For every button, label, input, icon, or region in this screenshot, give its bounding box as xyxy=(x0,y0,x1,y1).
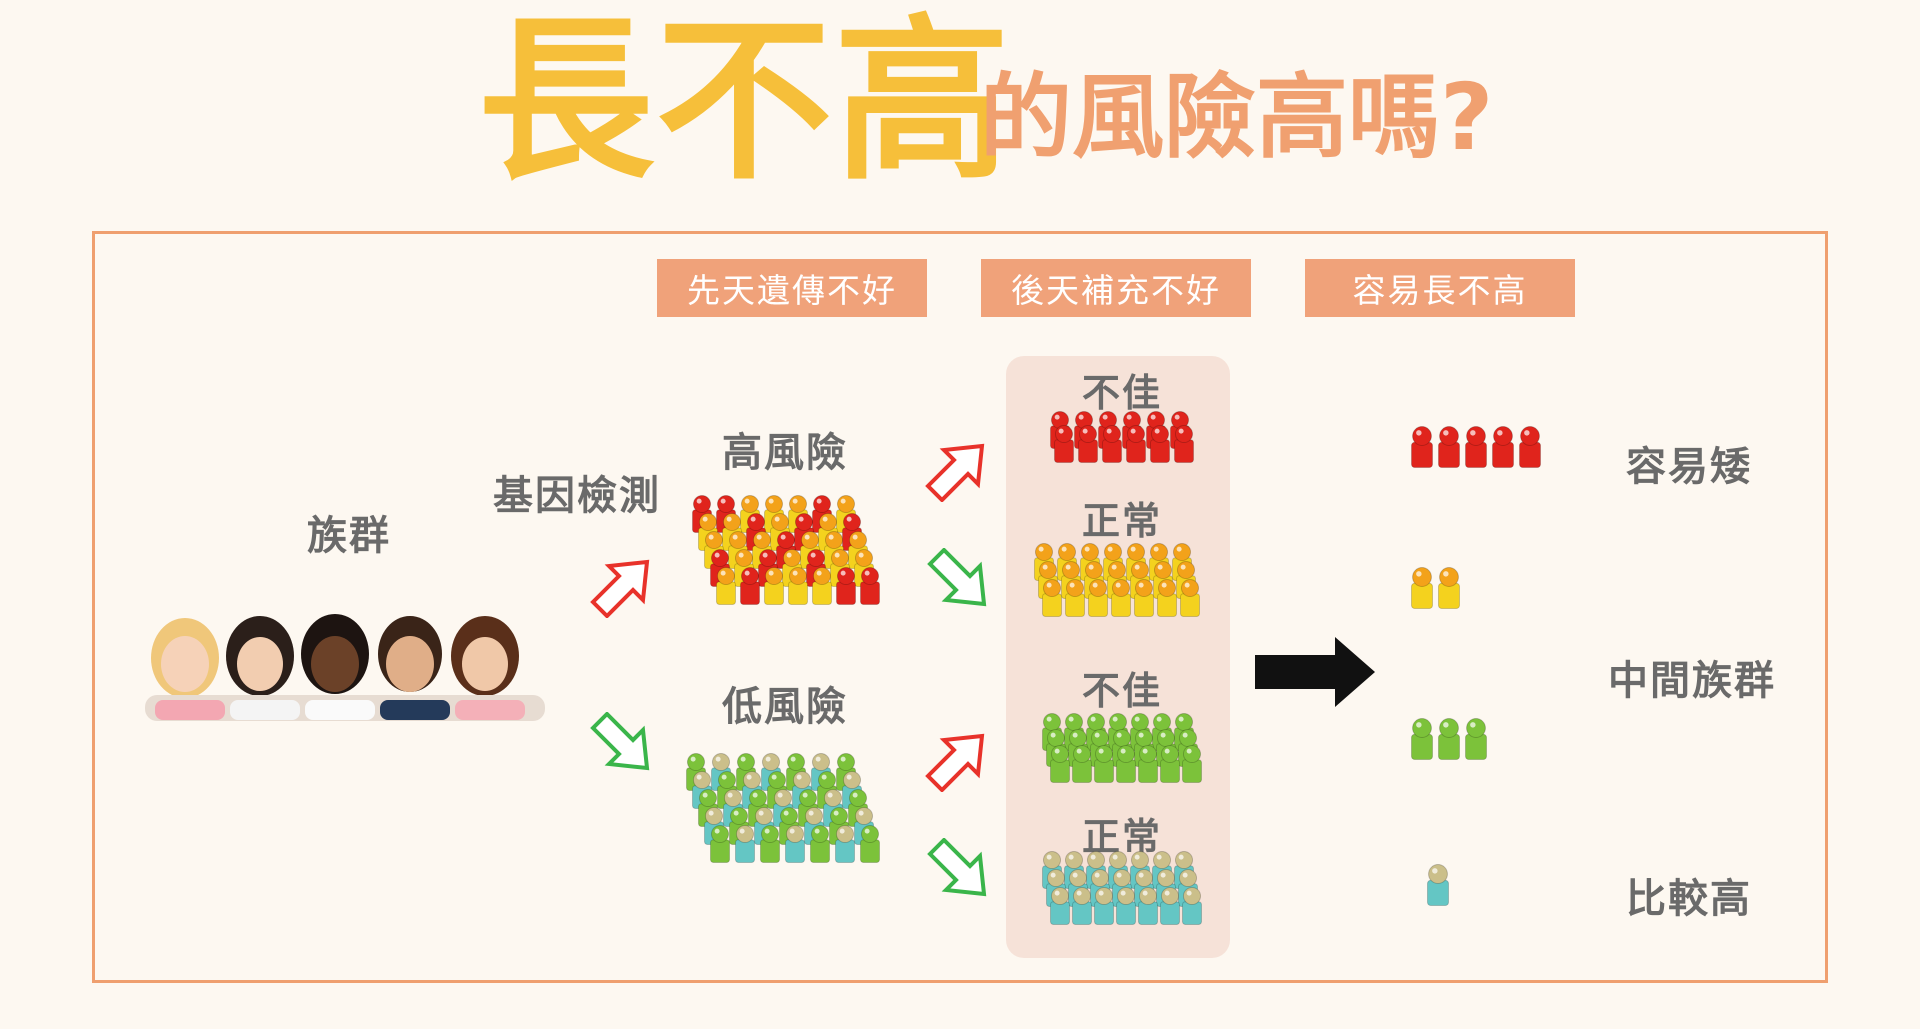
person-figure xyxy=(1160,744,1180,783)
title-area: 長不高 的風險高嗎? xyxy=(0,0,1920,220)
person-figure xyxy=(1438,426,1460,468)
person-figure xyxy=(1102,424,1122,463)
person-figure xyxy=(1111,578,1131,617)
person-figure xyxy=(1519,426,1541,468)
page-title: 長不高 xyxy=(478,0,1013,204)
person-figure xyxy=(1088,578,1108,617)
down-arrow-icon xyxy=(927,548,987,607)
person-figure xyxy=(1072,886,1092,925)
up-arrow-icon xyxy=(590,559,650,618)
tall-result-crowd-icon xyxy=(1427,864,1449,906)
red-crowd-icon xyxy=(1050,410,1194,463)
person-figure xyxy=(1065,578,1085,617)
person-figure xyxy=(812,566,832,605)
right-arrow-icon xyxy=(1255,637,1375,707)
middle-result-label: 中間族群 xyxy=(1608,658,1776,704)
person-figure xyxy=(1182,886,1202,925)
person-figure xyxy=(1157,578,1177,617)
short-result-label: 容易矮 xyxy=(1626,444,1752,490)
person-figure xyxy=(760,824,780,863)
low-poor-label: 不佳 xyxy=(1082,669,1163,713)
person-figure xyxy=(1465,426,1487,468)
person-figure xyxy=(1182,744,1202,783)
up-arrow-icon xyxy=(925,733,985,792)
person-figure xyxy=(1160,886,1180,925)
person-figure xyxy=(836,566,856,605)
person-figure xyxy=(1116,886,1136,925)
person-figure xyxy=(1438,718,1460,760)
low-risk-crowd-icon xyxy=(686,752,880,863)
person-figure xyxy=(1054,424,1074,463)
person-figure xyxy=(1138,744,1158,783)
green-crowd-icon xyxy=(1042,712,1202,783)
person-figure xyxy=(1116,744,1136,783)
high-risk-label: 高風險 xyxy=(722,430,848,476)
up-arrow-icon xyxy=(925,443,985,502)
person-figure xyxy=(810,824,830,863)
person-figure xyxy=(740,566,760,605)
person-figure xyxy=(1150,424,1170,463)
person-figure xyxy=(1438,567,1460,609)
header-nutrition: 後天補充不好 xyxy=(981,259,1251,317)
person-figure xyxy=(1174,424,1194,463)
person-figure xyxy=(1094,886,1114,925)
person-figure xyxy=(1134,578,1154,617)
person-figure xyxy=(1042,578,1062,617)
person-figure xyxy=(860,824,880,863)
person-figure xyxy=(785,824,805,863)
diagram-frame xyxy=(92,231,1828,983)
down-arrow-icon xyxy=(590,712,650,771)
header-genetic: 先天遺傳不好 xyxy=(657,259,927,317)
person-figure xyxy=(716,566,736,605)
tall-result-label: 比較高 xyxy=(1626,876,1752,922)
person-figure xyxy=(710,824,730,863)
person-figure xyxy=(1411,426,1433,468)
person-figure xyxy=(1180,578,1200,617)
header-result: 容易長不高 xyxy=(1305,259,1575,317)
short-result-crowd-icon xyxy=(1411,426,1541,468)
person-figure xyxy=(1427,864,1449,906)
population-label: 族群 xyxy=(307,513,391,559)
person-figure xyxy=(764,566,784,605)
person-figure xyxy=(1094,744,1114,783)
gene-test-label: 基因檢測 xyxy=(493,473,661,519)
person-figure xyxy=(788,566,808,605)
person-figure xyxy=(1078,424,1098,463)
person-figure xyxy=(1050,886,1070,925)
person-figure xyxy=(1411,718,1433,760)
middle-yellow-crowd-icon xyxy=(1411,567,1460,609)
high-normal-label: 正常 xyxy=(1082,499,1163,543)
children-photo xyxy=(145,614,545,721)
person-figure xyxy=(1138,886,1158,925)
middle-green-crowd-icon xyxy=(1411,718,1487,760)
down-arrow-icon xyxy=(927,838,987,897)
person-figure xyxy=(1050,744,1070,783)
teal-crowd-icon xyxy=(1042,850,1202,925)
person-figure xyxy=(860,566,880,605)
person-figure xyxy=(1492,426,1514,468)
page-subtitle: 的風險高嗎? xyxy=(980,64,1494,171)
low-risk-label: 低風險 xyxy=(722,684,848,730)
high-poor-label: 不佳 xyxy=(1082,371,1163,415)
person-figure xyxy=(1411,567,1433,609)
person-figure xyxy=(735,824,755,863)
orange-crowd-icon xyxy=(1034,542,1200,617)
person-figure xyxy=(1465,718,1487,760)
high-risk-crowd-icon xyxy=(692,494,880,605)
person-figure xyxy=(835,824,855,863)
person-figure xyxy=(1126,424,1146,463)
person-figure xyxy=(1072,744,1092,783)
